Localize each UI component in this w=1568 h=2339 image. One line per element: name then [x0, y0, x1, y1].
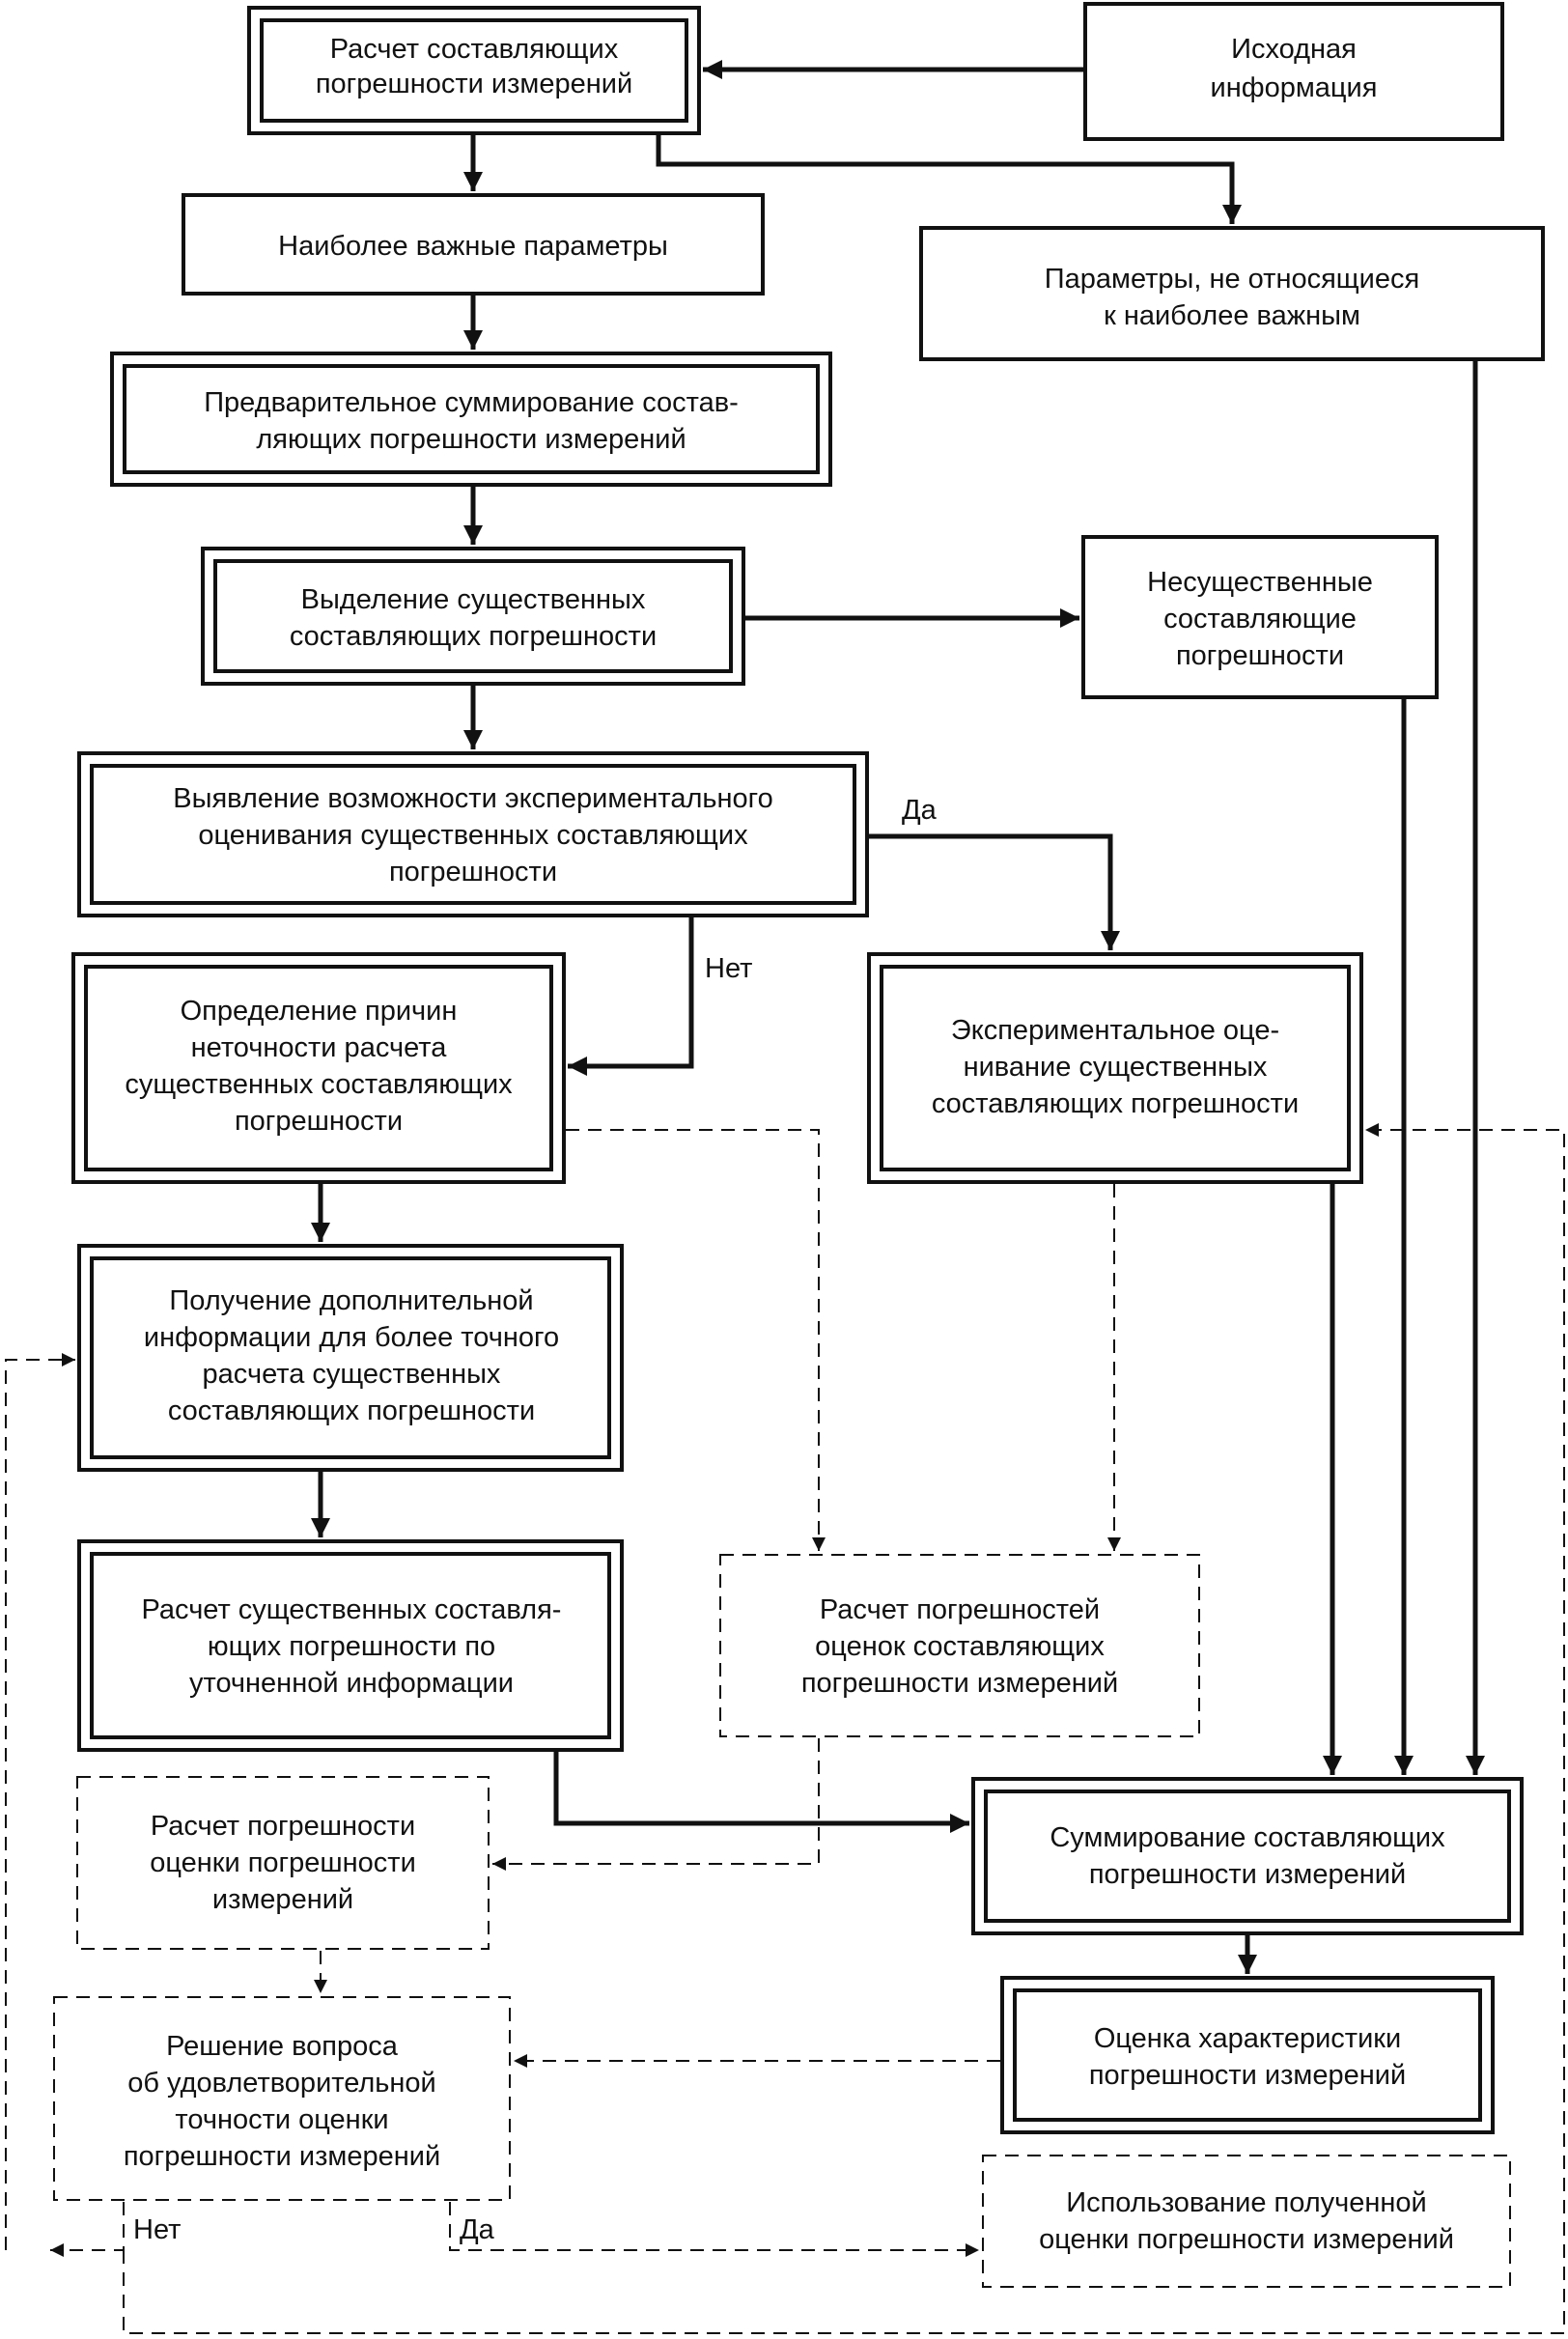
- label-opredelenie-2: неточности расчета: [191, 1032, 448, 1063]
- box-parametry-ne-otnosyashchiesya: Параметры, не относящиеся к наиболее важ…: [919, 226, 1545, 361]
- box-predvaritelnoe-summirovanie: Предварительное суммирование состав- ляю…: [110, 352, 832, 487]
- label-ishodnaya-1: Исходная: [1231, 34, 1357, 65]
- label-raschet-pogr-ocenki-2: оценки погрешности: [150, 1847, 416, 1878]
- label-net-2: Нет: [133, 2214, 181, 2245]
- label-vydelenie-1: Выделение существенных: [301, 584, 646, 615]
- label-ishodnaya-2: информация: [1211, 72, 1378, 103]
- label-ispolzovanie-2: оценки погрешности измерений: [1039, 2224, 1454, 2255]
- label-summirovanie-2: погрешности измерений: [1089, 1859, 1406, 1890]
- box-vydelenie-sushchestvennykh: Выделение существенных составляющих погр…: [201, 547, 745, 686]
- label-nesushch-3: погрешности: [1176, 640, 1344, 671]
- label-eksperim-3: составляющих погрешности: [932, 1088, 1299, 1119]
- box-otsenka-kharakteristiki: Оценка характеристики погрешности измере…: [1000, 1976, 1495, 2134]
- label-da-1: Да: [902, 795, 938, 826]
- box-summirovanie-sostavlyayushchikh: Суммирование составляющих погрешности из…: [971, 1777, 1524, 1935]
- box-raschet-sostavlyayushchikh: Расчет составляющих погрешности измерени…: [247, 6, 701, 135]
- label-raschet-pogr-ocenok-2: оценок составляющих: [815, 1631, 1105, 1662]
- dashed-reshenie-no-stub: [50, 2202, 125, 2257]
- label-vyyavlenie-1: Выявление возможности экспериментального: [173, 783, 772, 814]
- box-raschet-sushchestvennykh: Расчет существенных составля- ющих погре…: [77, 1539, 624, 1752]
- label-vyyavlenie-2: оценивания существенных составляющих: [198, 820, 748, 851]
- label-predvar-2: ляющих погрешности измерений: [256, 424, 686, 455]
- label-nesushch-1: Несущественные: [1147, 567, 1373, 598]
- box-ispolzovanie-poluchennoy: Использование полученной оценки погрешно…: [982, 2155, 1511, 2288]
- label-eksperim-1: Экспериментальное оце-: [951, 1015, 1279, 1046]
- box-naibolee-vazhnye: Наиболее важные параметры: [182, 193, 765, 296]
- dashed-connectors: [5, 1123, 1565, 2334]
- arrow-vyyavlenie-to-opredelenie: [568, 917, 694, 1076]
- label-opredelenie-1: Определение причин: [181, 996, 458, 1027]
- dashed-reshenie-to-ispolzovanie: [449, 2202, 979, 2257]
- label-reshenie-2: об удовлетворительной: [127, 2068, 436, 2099]
- label-raschet-pogr-ocenok-1: Расчет погрешностей: [820, 1594, 1100, 1625]
- solid-connectors: [311, 60, 1485, 1974]
- box-vyyavlenie-vozmozhnosti: Выявление возможности экспериментального…: [77, 751, 869, 917]
- box-raschet-pogreshnosti-otsenki: Расчет погрешности оценки погрешности из…: [76, 1776, 490, 1950]
- label-raschet-sushch-2: ющих погрешности по: [208, 1631, 495, 1662]
- label-ne-otnos-2: к наиболее важным: [1104, 300, 1360, 331]
- box-eksperimentalnoe-otsenivanie: Экспериментальное оце- нивание существен…: [867, 952, 1363, 1184]
- label-raschet-sushch-1: Расчет существенных составля-: [142, 1594, 562, 1625]
- label-reshenie-4: погрешности измерений: [124, 2141, 440, 2172]
- label-reshenie-3: точности оценки: [175, 2104, 388, 2135]
- label-ocenka-1: Оценка характеристики: [1094, 2023, 1401, 2054]
- arrow-raschet-sushch-to-summirovanie: [553, 1752, 969, 1833]
- arrow-raschet-to-ne-otnos: [656, 135, 1242, 224]
- dashed-loop-bottom-to-eksperim: [123, 1123, 1565, 2334]
- label-raschet-sostavl-1: Расчет составляющих: [330, 34, 619, 65]
- label-raschet-sostavl-2: погрешности измерений: [316, 69, 632, 99]
- dashed-loop-left-to-poluchenie: [5, 1353, 75, 2250]
- box-nesushchestvennye: Несущественные составляющие погрешности: [1081, 535, 1439, 699]
- label-poluchenie-1: Получение дополнительной: [169, 1285, 533, 1316]
- dashed-ocenok-to-ocenki: [492, 1738, 820, 1871]
- label-poluchenie-2: информации для более точного: [144, 1322, 559, 1353]
- box-reshenie-voprosa: Решение вопроса об удовлетворительной то…: [53, 1996, 511, 2201]
- arrow-vyyavlenie-to-eksperim: [869, 833, 1120, 950]
- label-opredelenie-3: существенных составляющих: [125, 1069, 513, 1100]
- label-ne-otnos-1: Параметры, не относящиеся: [1045, 264, 1419, 295]
- label-opredelenie-4: погрешности: [235, 1106, 403, 1137]
- box-poluchenie-dopolnitelnoy: Получение дополнительной информации для …: [77, 1244, 624, 1472]
- label-net-1: Нет: [705, 953, 752, 984]
- label-naibolee: Наиболее важные параметры: [278, 231, 668, 262]
- label-raschet-pogr-ocenki-3: измерений: [212, 1884, 353, 1915]
- dashed-opredelenie-to-raschet-pogr-ocenok: [566, 1129, 826, 1551]
- label-vyyavlenie-3: погрешности: [389, 857, 557, 888]
- label-raschet-pogr-ocenok-3: погрешности измерений: [801, 1668, 1118, 1699]
- box-iskhodnaya-informatsiya: Исходная информация: [1083, 2, 1504, 141]
- label-nesushch-2: составляющие: [1163, 604, 1357, 634]
- label-eksperim-2: нивание существенных: [964, 1052, 1268, 1083]
- label-poluchenie-4: составляющих погрешности: [168, 1395, 535, 1426]
- label-ocenka-2: погрешности измерений: [1089, 2060, 1406, 2091]
- box-raschet-pogreshnostey-otsenok: Расчет погрешностей оценок составляющих …: [719, 1554, 1200, 1737]
- label-predvar-1: Предварительное суммирование состав-: [204, 387, 739, 418]
- label-raschet-pogr-ocenki-1: Расчет погрешности: [151, 1811, 415, 1842]
- label-ispolzovanie-1: Использование полученной: [1066, 2187, 1427, 2218]
- label-vydelenie-2: составляющих погрешности: [290, 621, 657, 652]
- label-summirovanie-1: Суммирование составляющих: [1050, 1822, 1445, 1853]
- label-reshenie-1: Решение вопроса: [166, 2031, 399, 2062]
- label-poluchenie-3: расчета существенных: [203, 1359, 501, 1390]
- box-opredelenie-prichin: Определение причин неточности расчета су…: [71, 952, 566, 1184]
- label-raschet-sushch-3: уточненной информации: [189, 1668, 514, 1699]
- label-da-2: Да: [460, 2214, 495, 2245]
